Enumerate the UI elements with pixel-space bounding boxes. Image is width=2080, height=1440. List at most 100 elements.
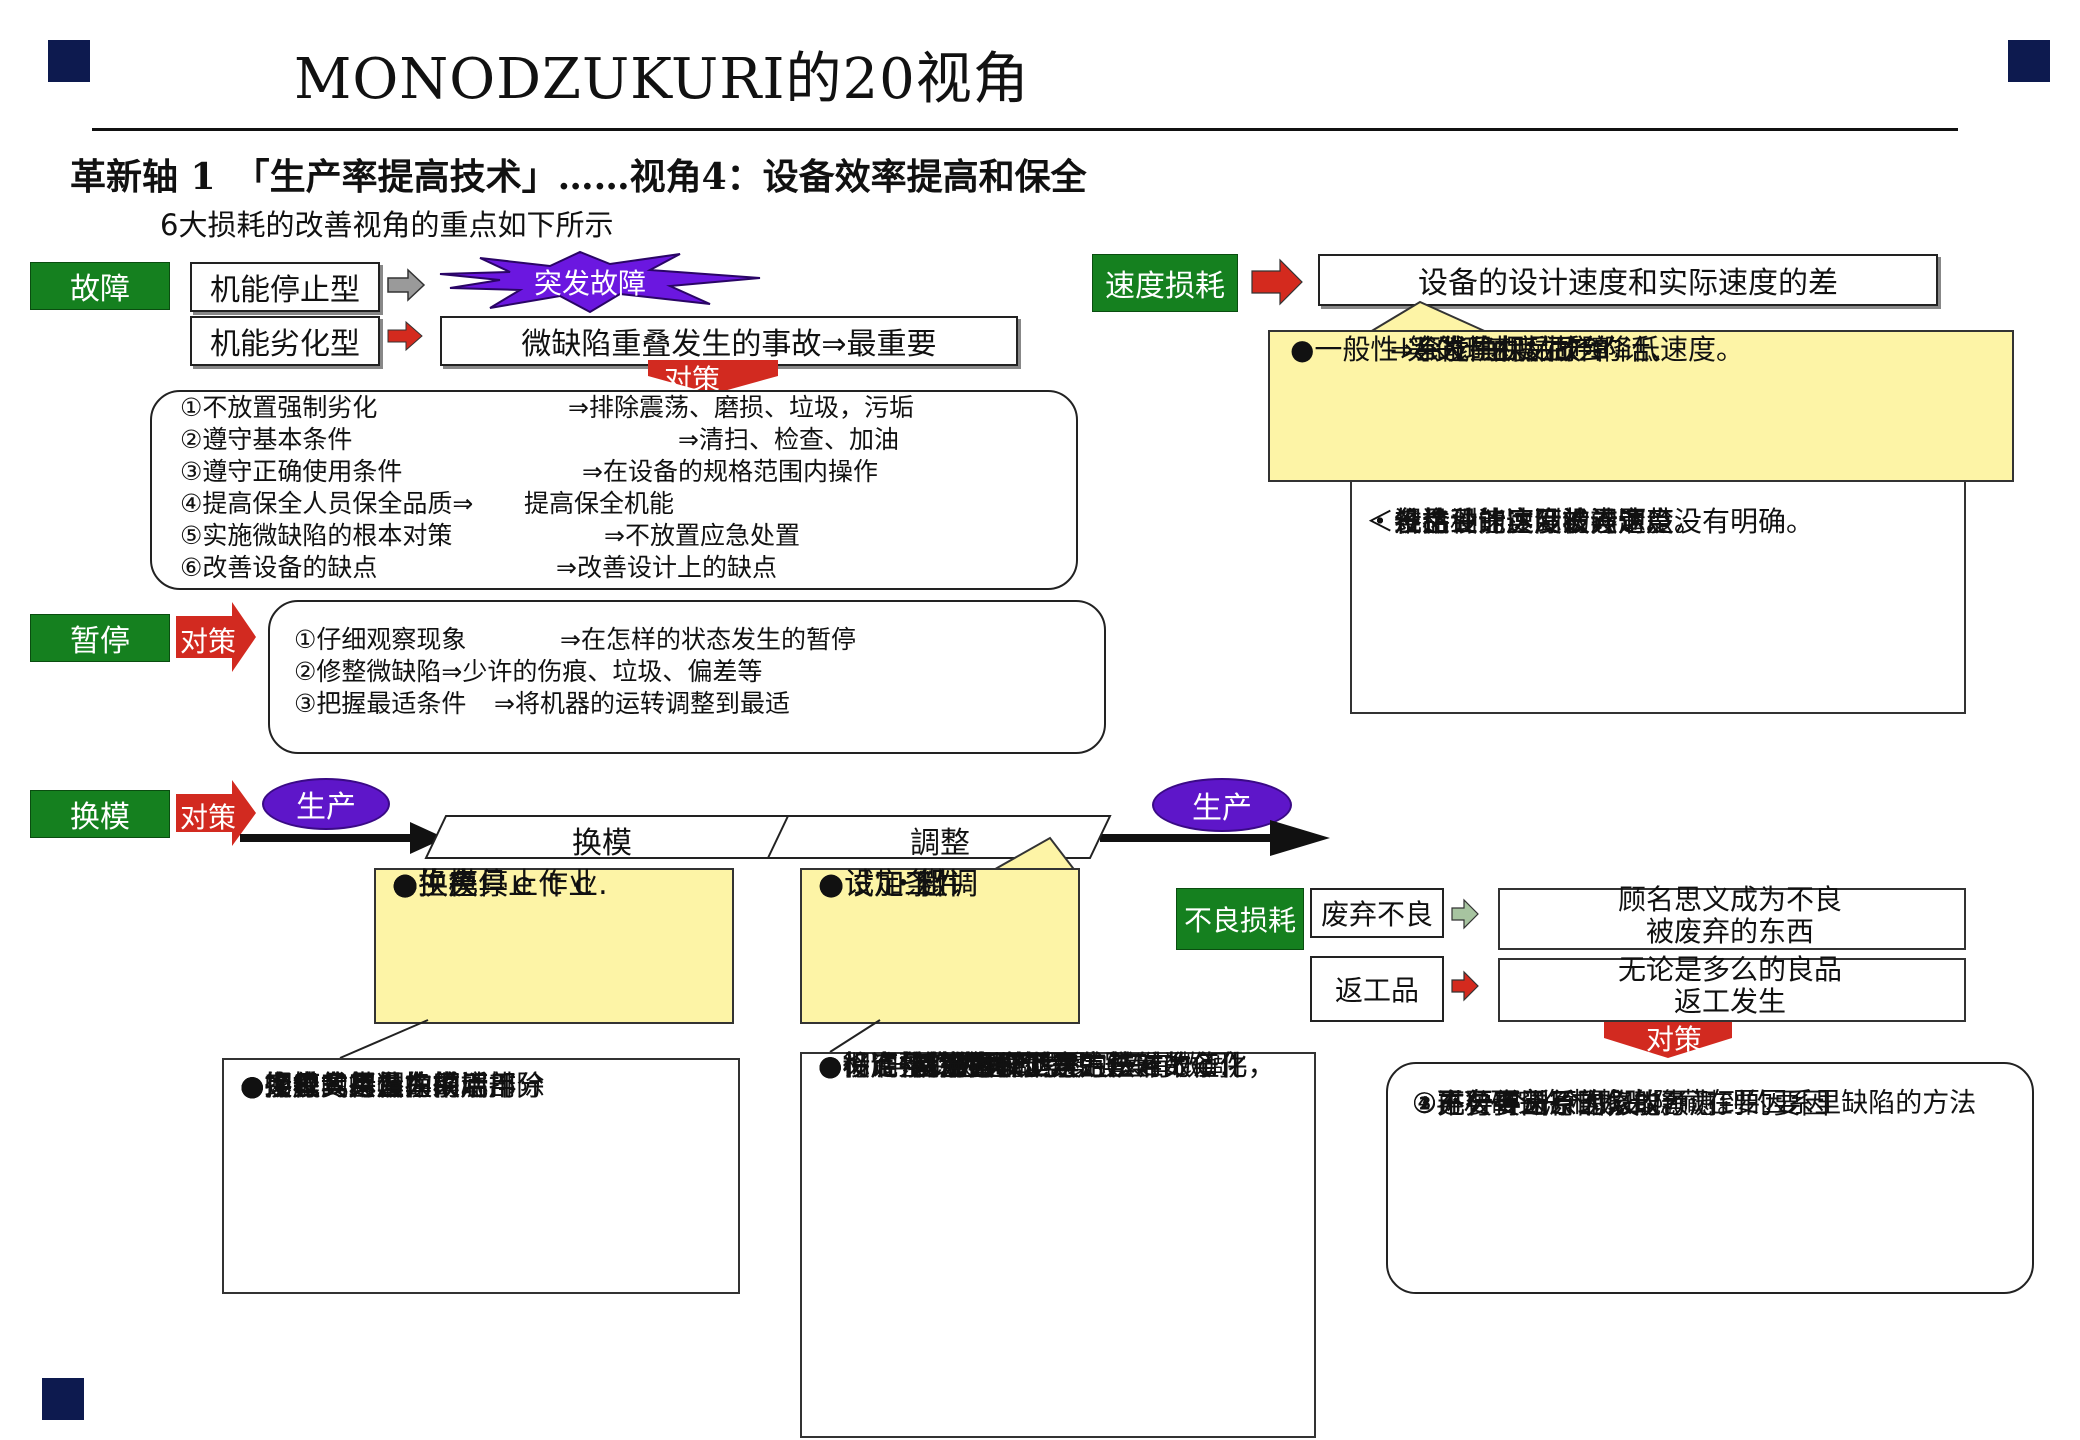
defect-measure-item: 一个一个假设。 <box>1472 1087 1669 1120</box>
changeover-measure-item: ●换模专用台车的活用 <box>240 1069 517 1102</box>
adjust-measure-item: ⇒决定每个型号的基准 <box>888 1049 1164 1082</box>
adjust-callout-line: ●设定条件 <box>818 867 965 902</box>
phase-adjust: 調整 <box>910 826 970 861</box>
speed-state-item: ・没达到能达到设计速度。 <box>1366 505 1703 538</box>
breakdown-item: ②遵守基本条件⇒清扫、检查、加油 <box>180 425 899 454</box>
speed-callout-line: ⇒不能确保品质 <box>1390 333 1582 366</box>
title-rule <box>92 128 1958 131</box>
changeover-callout-line: ●生产停止作业 <box>392 867 599 902</box>
adjust-callout-line: ・微调 <box>888 867 978 902</box>
breakdown-item: ①不放置强制劣化⇒排除震荡、磨损、垃圾，污垢 <box>180 393 914 422</box>
measure-arrow-down-defect <box>1604 1022 1732 1058</box>
breakdown-item: ⑥改善设备的缺点⇒改善设计上的缺点 <box>180 553 777 582</box>
tag-changeover: 换模 <box>30 790 170 838</box>
adjust-measure-item: ⇒活用量表 <box>888 1049 1024 1082</box>
phase-changeover: 换模 <box>572 826 632 861</box>
stop-item: ①仔细观察现象⇒在怎样的状态发生的暂停 <box>294 625 856 654</box>
type-function-stop: 机能停止型 <box>190 262 380 312</box>
speed-definition-box: 设备的设计速度和实际速度的差 <box>1318 254 1938 306</box>
grey-arrow-defect-icon <box>1451 898 1479 930</box>
changeover-measure-item: ●彻底实行外换模 <box>240 1069 461 1102</box>
speed-state-item: ・维持设计速度的问题点没有明确。 <box>1366 505 1815 538</box>
measure-arrow-right-stop <box>176 602 256 672</box>
adjust-measure-item: ⇒活用中介工具 <box>888 1049 1080 1082</box>
red-arrow-defect-icon <box>1451 970 1479 1002</box>
type-function-degrade: 机能劣化型 <box>190 316 380 366</box>
red-arrow-speed-icon <box>1251 258 1303 306</box>
stop-measures-list: ①仔细观察现象⇒在怎样的状态发生的暂停 ②修整微缺陷⇒少许的伤痕、垃圾、偏差等 … <box>294 624 856 720</box>
tag-defect-loss: 不良损耗 <box>1176 888 1304 950</box>
speed-state-box <box>1350 480 1966 714</box>
adjust-callout-line: ・粗调 <box>888 867 978 902</box>
corner-square-top-left <box>48 40 90 82</box>
changeover-measure-item: ●换夹具尽量在前端部分 <box>240 1069 545 1102</box>
speed-callout <box>1268 330 2014 482</box>
adjust-measure-item: ●彻底排除夹具的累积误差 <box>818 1049 1151 1082</box>
speed-state-item: ・规格设计速度没弄清楚。 <box>1366 505 1703 538</box>
grey-arrow-icon <box>387 268 426 302</box>
tag-stop: 暂停 <box>30 614 170 662</box>
breakdown-measures-box <box>150 390 1078 590</box>
speed-callout-line: ●一般性以设计速度生产的话、 <box>1290 333 1679 366</box>
burst-star-icon <box>439 250 761 314</box>
breakdown-item: ④提高保全人员保全品质⇒提高保全机能 <box>180 489 675 518</box>
intro-text: 6大损耗的改善视角的重点如下所示 <box>160 208 614 242</box>
changeover-callout <box>374 868 734 1024</box>
changeover-measure-item: ●螺母・螺帽的彻底排除 <box>240 1069 545 1102</box>
scrap-definition-line: 顾名思义成为不良 <box>1617 883 1842 916</box>
adjust-callout <box>800 868 1080 1024</box>
changeover-measure-item: ●定位的基准为中心 <box>240 1069 489 1102</box>
adjust-measure-item: ⇒基准面、测定方法、数值化 <box>888 1049 1248 1082</box>
speed-callout-line: 等的理由反而会降低速度。 <box>1408 333 1745 366</box>
scrap-definition-box <box>1498 888 1966 950</box>
stop-measures-box <box>268 600 1106 754</box>
changeover-callout-line: ●换色 <box>392 867 479 902</box>
breakdown-item: ③遵守正确使用条件⇒在设备的规格范围内操作 <box>180 457 878 486</box>
measure-label-changeover: 对策 <box>180 801 237 834</box>
adjust-measure-item: ⇒以推力一下子定位ｅｔｃ. <box>888 1049 1229 1082</box>
speed-state-title: ＜各企业的实际状态＞ <box>1366 505 1647 538</box>
production-oval-right: 生产 <box>1152 778 1292 832</box>
rework-definition-text: 无论是多么的良品 返工发生 <box>1498 954 1962 1018</box>
tag-speed-loss: 速度损耗 <box>1092 254 1238 312</box>
corner-square-bottom-left <box>42 1378 84 1420</box>
red-arrow-icon <box>387 320 423 352</box>
defect-measure-item: ③进行要因系的修改。 <box>1412 1087 1690 1120</box>
changeover-measure-item: ●接触式夹具的采用 <box>240 1069 489 1102</box>
speed-state-item: ・各品种速度没被设定。 <box>1366 505 1675 538</box>
measure-label-stop: 对策 <box>180 625 237 658</box>
production-oval-left: 生产 <box>262 778 390 830</box>
page-title: MONODZUKURI的20视角 <box>294 47 1030 112</box>
defect-measure-item: ①不要妄断原因，能考虑到的要因 <box>1412 1087 1830 1120</box>
adjust-measure-item: ●将调整变为调节 <box>818 1049 1039 1082</box>
adjust-measure-item: ●标准化的促进 <box>818 1049 1011 1082</box>
stop-item: ②修整微缺陷⇒少许的伤痕、垃圾、偏差等 <box>294 657 763 686</box>
adjust-callout-line: ●试加工 <box>818 867 935 902</box>
adjust-measure-item: ⇒首先再现上次生产时的条件， <box>888 1049 1276 1082</box>
scrap-definition-line: 被废弃的东西 <box>1645 915 1814 948</box>
changeover-callout-line: ●换夹具ｅｔｃ. <box>392 867 608 902</box>
changeover-callout-line: ●换模 <box>392 867 479 902</box>
changeover-measures-box <box>222 1058 740 1294</box>
rework-definition-line: 返工发生 <box>1673 985 1786 1018</box>
scrap-definition-text: 顾名思义成为不良 被废弃的东西 <box>1498 884 1962 948</box>
breakdown-item: ⑤实施微缺陷的根本对策⇒不放置应急处置 <box>180 521 800 550</box>
burst-label: 突发故障 <box>534 267 647 300</box>
scrap-defect-label: 废弃不良 <box>1310 888 1444 938</box>
measure-arrow-right-changeover <box>176 780 256 846</box>
corner-square-top-right <box>2008 40 2050 82</box>
rework-definition-line: 无论是多么的良品 <box>1617 953 1842 986</box>
timeline-arrow <box>240 815 1330 859</box>
adjust-measures-box <box>800 1052 1316 1438</box>
speed-callout-line: ⇒会发生机械故障 <box>1390 333 1610 366</box>
measure-label-defect: 对策 <box>1646 1023 1703 1056</box>
adjust-measure-item: ●设定条件的再现 <box>818 1049 1039 1082</box>
defect-measure-item: ②充分得进行现象的预测。 <box>1412 1087 1746 1120</box>
tag-breakdown: 故障 <box>30 262 170 310</box>
section-heading: 革新轴 1 「生产率提高技术」……视角4：设备效率提高和保全 <box>70 156 1087 198</box>
defect-measure-item: ④再次研究怎样找出隐藏在要因系里缺陷的方法 <box>1412 1088 1977 1119</box>
defect-measures-box <box>1386 1062 2034 1294</box>
breakdown-measures-list: ①不放置强制劣化⇒排除震荡、磨损、垃圾，污垢 ②遵守基本条件⇒清扫、检查、加油 … <box>180 392 914 584</box>
measure-arrow-down-1 <box>648 360 778 394</box>
